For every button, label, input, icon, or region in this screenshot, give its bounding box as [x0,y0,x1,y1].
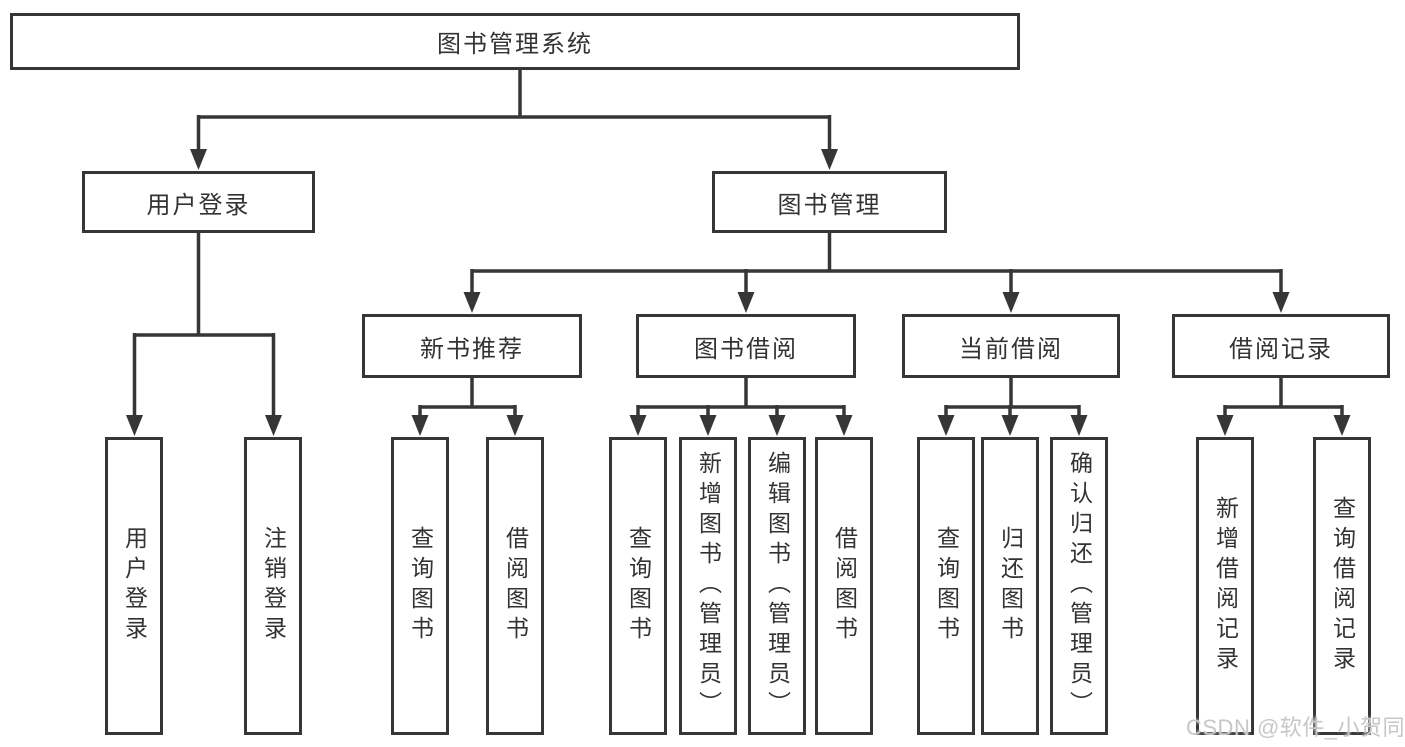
node-borrow-records: 借阅记录 [1172,314,1390,378]
leaf-confirm-return-admin-label: 确认归还（管理员） [1066,451,1093,721]
leaf-add-book-admin: 新增图书（管理员） [679,437,737,735]
node-new-book-recommend-label: 新书推荐 [420,335,524,363]
leaf-borrow-books-recommend-label: 借阅图书 [502,526,529,646]
leaf-edit-book-admin: 编辑图书（管理员） [748,437,806,735]
leaf-borrow-books-recommend: 借阅图书 [486,437,544,735]
leaf-borrow-books: 借阅图书 [815,437,873,735]
leaf-return-book: 归还图书 [981,437,1039,735]
leaf-query-borrow-record-label: 查询借阅记录 [1329,496,1356,676]
leaf-user-login: 用户登录 [105,437,163,735]
leaf-query-books-recommend: 查询图书 [391,437,449,735]
node-borrow-records-label: 借阅记录 [1229,335,1333,363]
leaf-user-login-label: 用户登录 [121,526,148,646]
node-user-login: 用户登录 [82,171,315,233]
leaf-edit-book-admin-label: 编辑图书（管理员） [764,451,791,721]
leaf-return-book-label: 归还图书 [997,526,1024,646]
node-new-book-recommend: 新书推荐 [362,314,582,378]
leaf-query-books-recommend-label: 查询图书 [407,526,434,646]
node-library-system-label: 图书管理系统 [437,31,593,58]
node-book-management-label: 图书管理 [777,191,882,219]
node-book-borrow-label: 图书借阅 [694,335,798,363]
leaf-add-book-admin-label: 新增图书（管理员） [695,451,722,721]
leaf-query-books-current: 查询图书 [917,437,975,735]
leaf-logout-label: 注销登录 [260,526,287,646]
node-library-system: 图书管理系统 [10,13,1020,70]
leaf-query-books-borrow-label: 查询图书 [625,526,652,646]
node-book-management: 图书管理 [712,171,947,233]
node-current-borrow-label: 当前借阅 [959,335,1063,363]
leaf-query-books-borrow: 查询图书 [609,437,667,735]
node-book-borrow: 图书借阅 [636,314,856,378]
leaf-query-borrow-record: 查询借阅记录 [1313,437,1371,735]
leaf-add-borrow-record: 新增借阅记录 [1196,437,1254,735]
leaf-query-books-current-label: 查询图书 [933,526,960,646]
leaf-add-borrow-record-label: 新增借阅记录 [1212,496,1239,676]
leaf-confirm-return-admin: 确认归还（管理员） [1050,437,1108,735]
node-current-borrow: 当前借阅 [902,314,1120,378]
leaf-borrow-books-label: 借阅图书 [831,526,858,646]
node-user-login-label: 用户登录 [146,191,251,219]
leaf-logout: 注销登录 [244,437,302,735]
watermark-text: CSDN @软件_小贺同学 [1186,715,1405,740]
